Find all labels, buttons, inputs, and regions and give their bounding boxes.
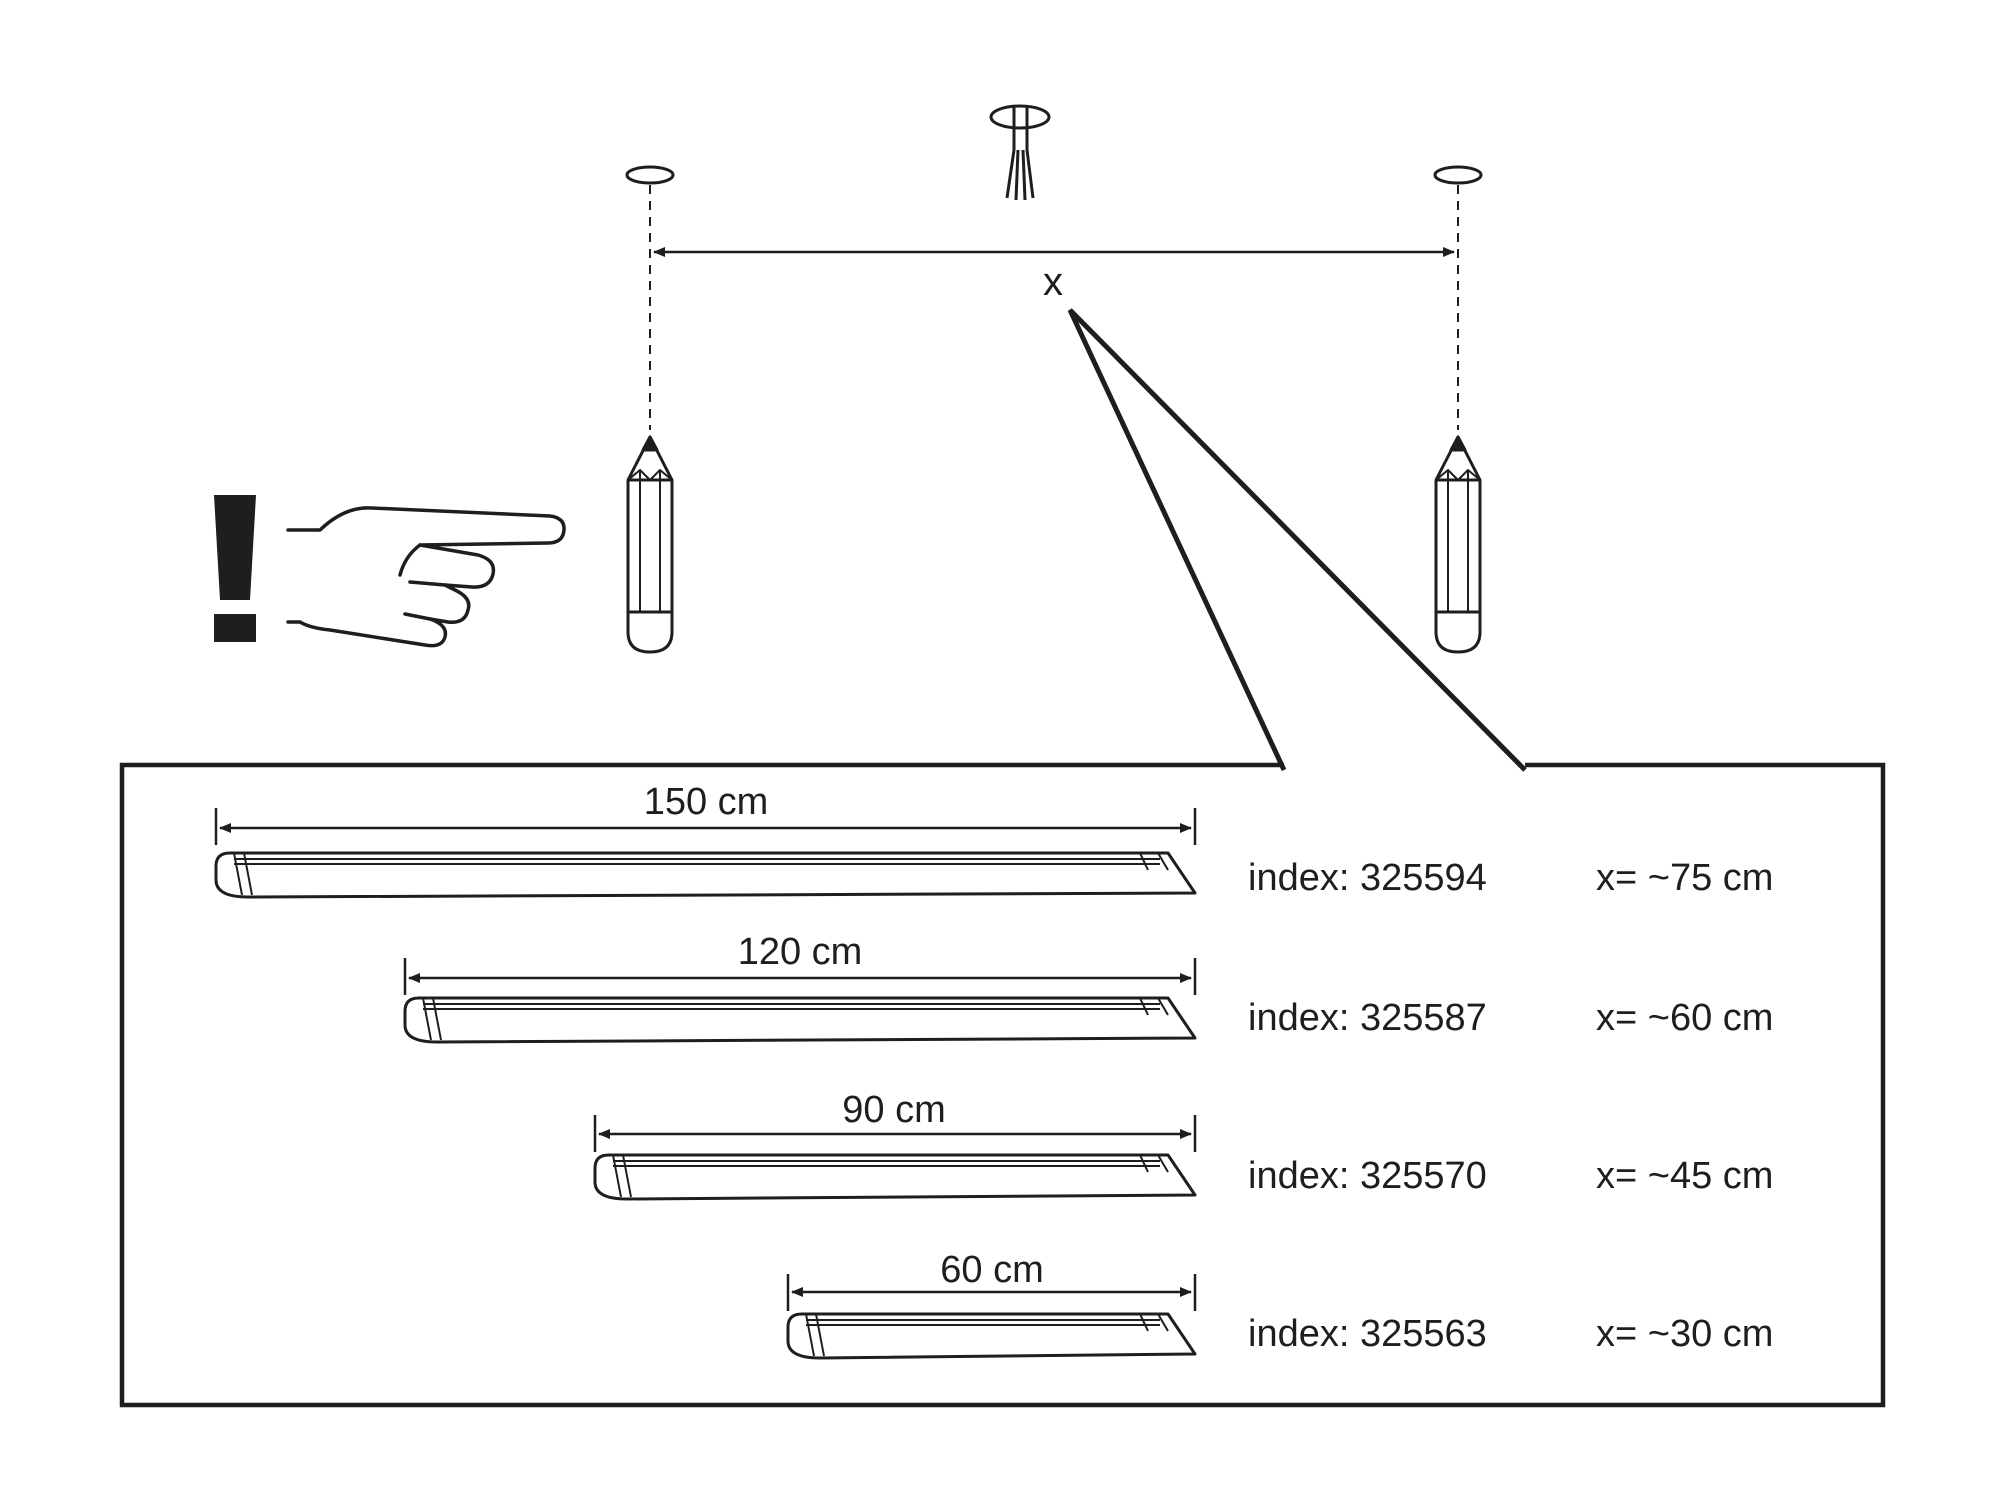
pencil-icon	[626, 435, 674, 654]
fixture-x-offset: x= ~60 cm	[1596, 997, 1773, 1039]
fixture-x-offset: x= ~75 cm	[1596, 857, 1773, 899]
fixture-length-label: 150 cm	[644, 781, 769, 823]
fixture-row: 120 cm index: 325587 x= ~60 cm	[403, 931, 1773, 1044]
led-batten-icon	[403, 996, 1197, 1044]
fixture-index: index: 325594	[1248, 857, 1487, 899]
mounting-hole-left	[625, 165, 675, 430]
length-dimension	[214, 808, 1197, 845]
pencil-icon	[1434, 435, 1482, 654]
length-dimension	[593, 1115, 1197, 1152]
fixture-index: index: 325570	[1248, 1155, 1487, 1197]
fixture-row: 60 cm index: 325563 x= ~30 cm	[786, 1249, 1773, 1360]
exclamation-icon	[214, 495, 256, 642]
fixture-x-offset: x= ~45 cm	[1596, 1155, 1773, 1197]
fixture-row: 150 cm index: 325594 x= ~75 cm	[214, 781, 1773, 899]
led-batten-icon	[786, 1312, 1197, 1360]
center-marker: x	[1043, 260, 1063, 304]
length-dimension	[786, 1274, 1197, 1311]
fixture-index: index: 325563	[1248, 1313, 1487, 1355]
mounting-hole-right	[1433, 165, 1483, 430]
fixture-index: index: 325587	[1248, 997, 1487, 1039]
led-batten-icon	[593, 1153, 1197, 1201]
fixture-length-label: 90 cm	[842, 1089, 945, 1131]
fixture-length-label: 60 cm	[940, 1249, 1043, 1291]
fixture-x-offset: x= ~30 cm	[1596, 1313, 1773, 1355]
ceiling-junction-icon	[989, 104, 1051, 201]
callout-pointer	[1067, 308, 1527, 772]
length-dimension	[403, 958, 1197, 995]
callout-box	[119, 762, 1886, 1408]
fixture-length-label: 120 cm	[738, 931, 863, 973]
fixture-row: 90 cm index: 325570 x= ~45 cm	[593, 1089, 1773, 1201]
led-batten-icon	[214, 851, 1197, 899]
pointing-hand-icon	[286, 506, 566, 648]
